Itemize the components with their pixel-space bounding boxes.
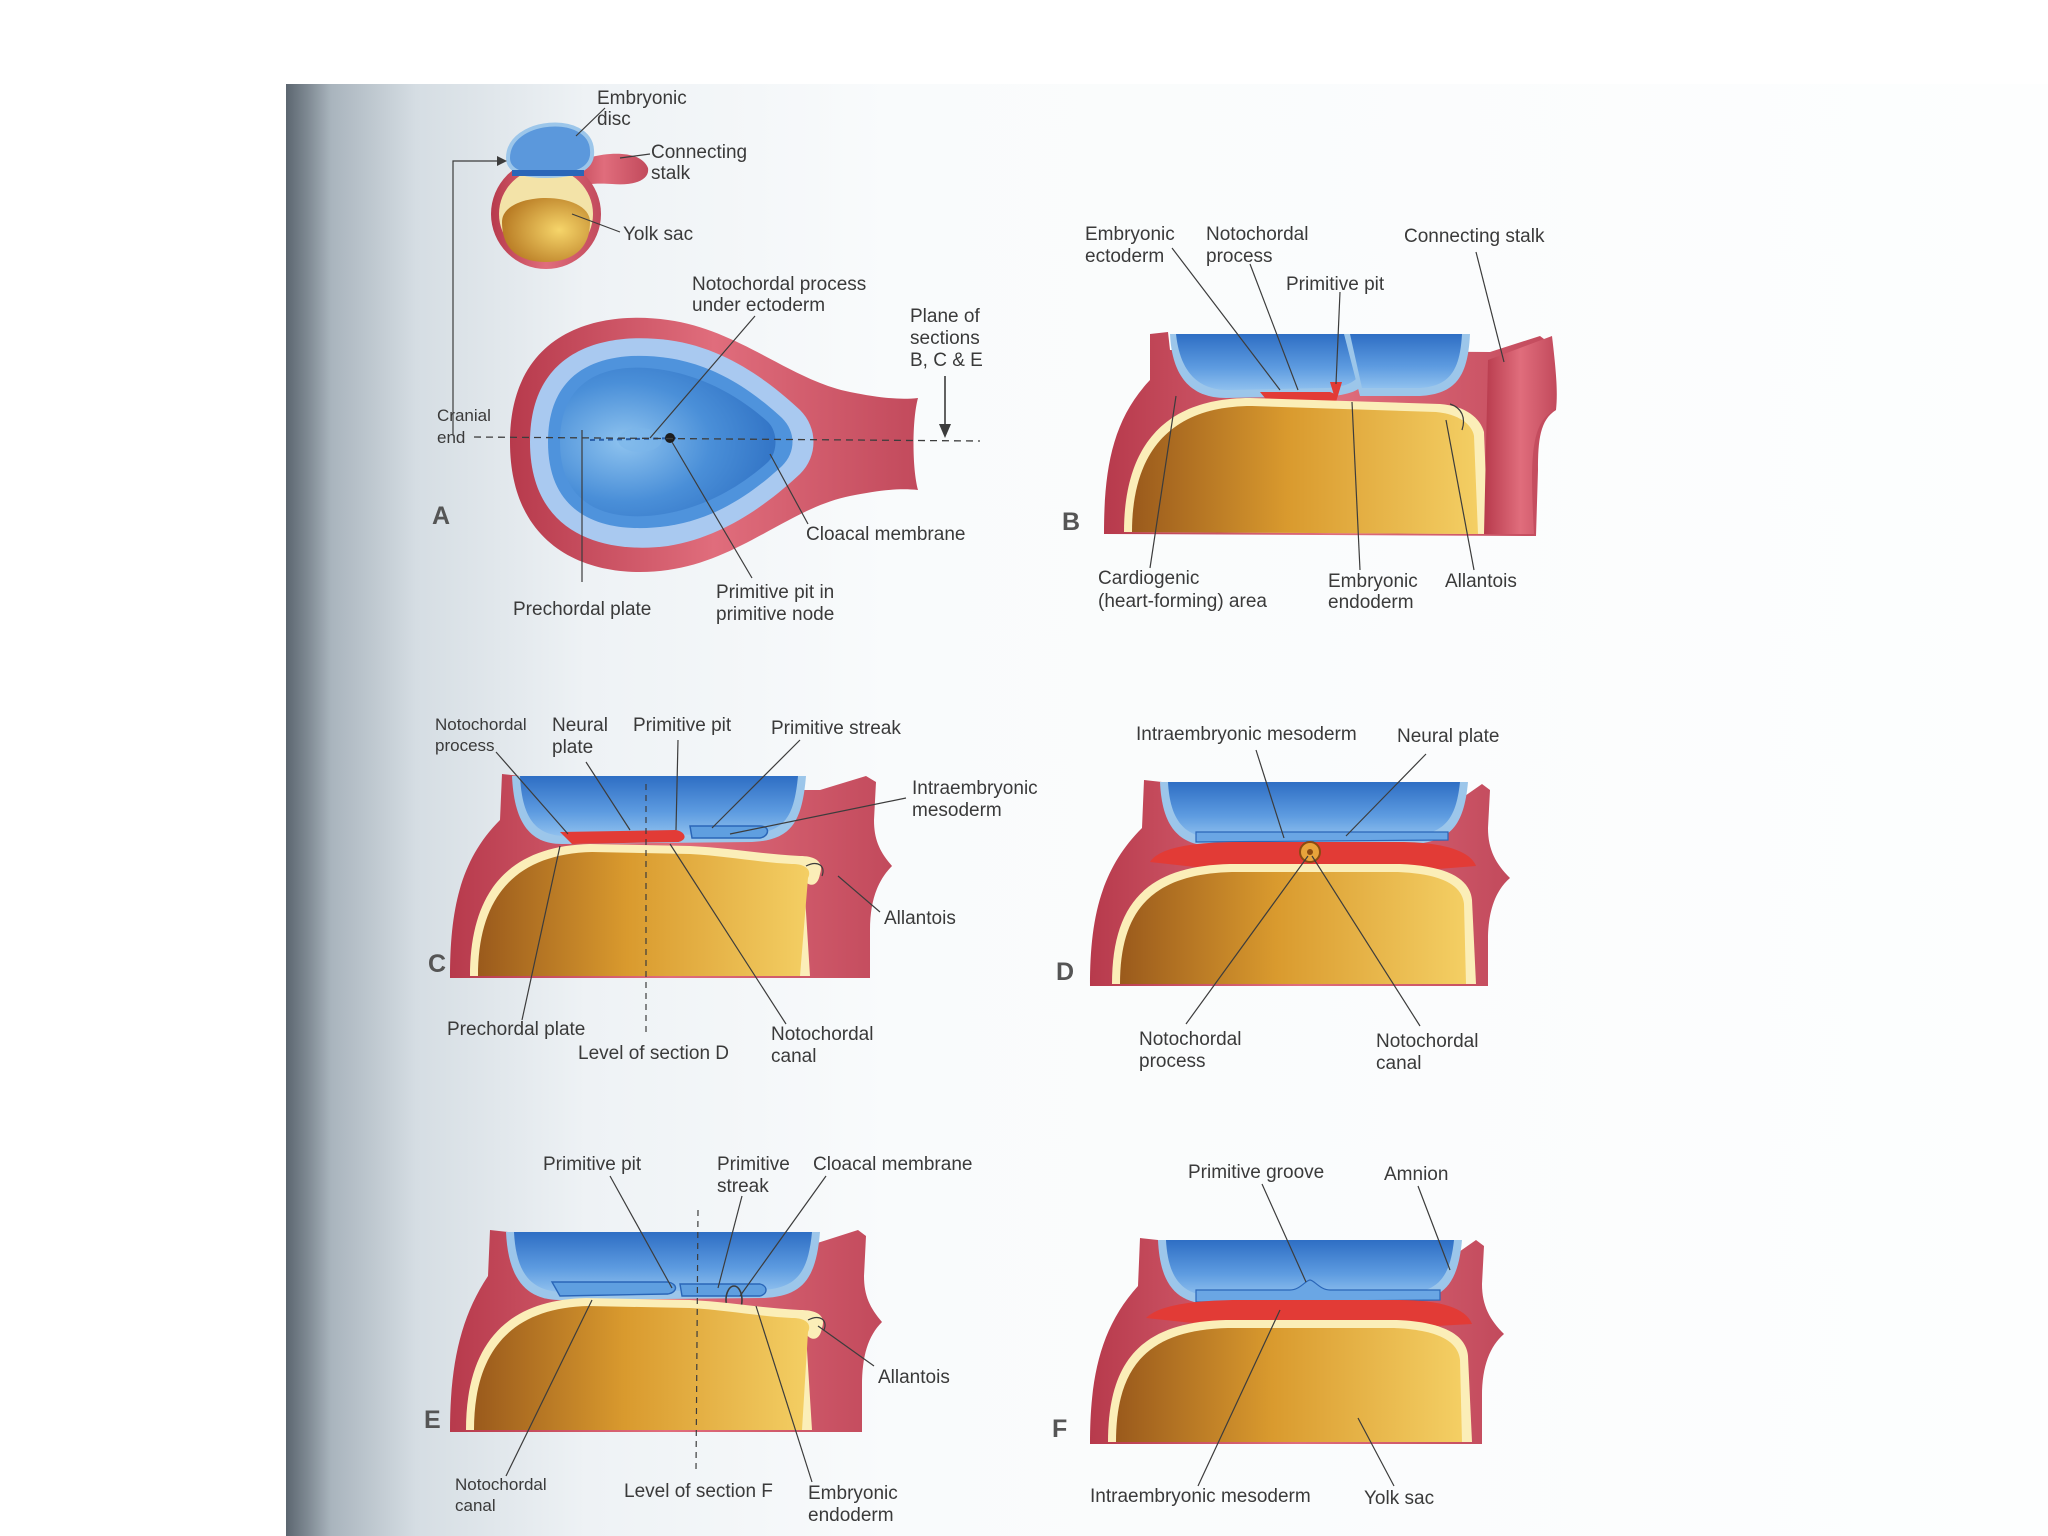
label-c-level: Level of section D: [578, 1043, 729, 1064]
f-yolk-sac: [1116, 1328, 1462, 1442]
d-amniotic-cavity: [1168, 782, 1460, 838]
label-b-allantois: Allantois: [1445, 571, 1517, 592]
label-e-primitive-pit: Primitive pit: [543, 1154, 642, 1175]
label-primitive-pit-2: primitive node: [716, 604, 834, 625]
label-e-canal-1: Notochordal: [455, 1475, 547, 1494]
label-b-primitive-pit: Primitive pit: [1286, 274, 1385, 295]
c-yolk-sac: [478, 852, 809, 976]
label-b-endo-1: Embryonic: [1328, 571, 1418, 592]
label-d-proc-2: process: [1139, 1051, 1206, 1072]
label-e-endo-2: endoderm: [808, 1505, 894, 1526]
label-d-canal-1: Notochordal: [1376, 1031, 1478, 1052]
label-d-neural-plate: Neural plate: [1397, 726, 1499, 747]
panel-c: C Notochordal process Neural plate Primi…: [428, 715, 1038, 1067]
panel-letter-a: A: [432, 502, 450, 530]
arrowhead-icon: [497, 156, 507, 166]
panel-letter-c: C: [428, 950, 446, 978]
label-d-meso: Intraembryonic mesoderm: [1136, 724, 1357, 745]
panel-letter-d: D: [1056, 958, 1074, 986]
label-plane-3: B, C & E: [910, 350, 983, 371]
label-c-meso-2: mesoderm: [912, 800, 1002, 821]
label-prechordal-plate-a: Prechordal plate: [513, 599, 651, 620]
panel-b: B Embryonic ectoderm Notochordal process…: [1062, 224, 1557, 613]
label-embryonic-disc-2: disc: [597, 109, 631, 130]
label-b-cardio-1: Cardiogenic: [1098, 568, 1199, 589]
label-c-prechordal: Prechordal plate: [447, 1019, 585, 1040]
label-c-allantois: Allantois: [884, 908, 956, 929]
label-d-canal-2: canal: [1376, 1053, 1421, 1074]
label-b-ectoderm-2: ectoderm: [1085, 246, 1164, 267]
c-notochordal-process: [560, 830, 685, 844]
label-f-amnion: Amnion: [1384, 1164, 1448, 1185]
label-cloacal-membrane-a: Cloacal membrane: [806, 524, 965, 545]
label-c-noto-2: process: [435, 736, 495, 755]
label-e-canal-2: canal: [455, 1496, 496, 1515]
e-primitive-streak: [680, 1284, 766, 1296]
label-c-canal-2: canal: [771, 1046, 816, 1067]
label-plane-1: Plane of: [910, 306, 980, 327]
b-yolk-sac: [1132, 406, 1478, 534]
d-neural-plate: [1196, 832, 1448, 842]
panel-letter-b: B: [1062, 508, 1080, 536]
thumb-embryonic-disc: [512, 170, 584, 176]
label-e-level: Level of section F: [624, 1481, 773, 1502]
e-notochordal-process: [552, 1282, 676, 1296]
label-notochordal-1: Notochordal process: [692, 274, 866, 295]
label-cranial-1: Cranial: [437, 406, 491, 425]
panel-e: E Primitive pit Primitive streak Cloacal…: [424, 1154, 972, 1526]
label-d-proc-1: Notochordal: [1139, 1029, 1241, 1050]
panel-a-thumbnail: [491, 125, 648, 269]
label-b-endo-2: endoderm: [1328, 592, 1414, 613]
label-primitive-pit-1: Primitive pit in: [716, 582, 834, 603]
label-plane-2: sections: [910, 328, 980, 349]
panel-a: A Embryonic disc Connecting stalk Yolk s…: [432, 88, 983, 625]
label-c-primitive-streak: Primitive streak: [771, 718, 901, 739]
label-e-cloacal: Cloacal membrane: [813, 1154, 972, 1175]
label-b-cardio-2: (heart-forming) area: [1098, 591, 1267, 612]
panel-f: F Primitive groove Amnion Intraembryonic…: [1052, 1162, 1504, 1509]
label-cranial-2: end: [437, 428, 465, 447]
panel-d: D Intraembryonic mesoderm Neural plate N…: [1056, 724, 1510, 1074]
c-primitive-streak: [690, 826, 768, 838]
label-embryonic-disc-1: Embryonic: [597, 88, 687, 109]
thumb-yolk-sac: [502, 198, 590, 262]
label-connecting-stalk-2: stalk: [651, 163, 691, 184]
e-yolk-sac: [474, 1306, 809, 1430]
label-connecting-stalk-1: Connecting: [651, 142, 747, 163]
label-f-groove: Primitive groove: [1188, 1162, 1324, 1183]
label-b-connecting-stalk: Connecting stalk: [1404, 226, 1545, 247]
panel-letter-e: E: [424, 1406, 441, 1434]
panel-letter-f: F: [1052, 1415, 1067, 1443]
label-e-endo-1: Embryonic: [808, 1483, 898, 1504]
label-c-noto-1: Notochordal: [435, 715, 527, 734]
label-notochordal-2: under ectoderm: [692, 295, 825, 316]
label-c-canal-1: Notochordal: [771, 1024, 873, 1045]
plane-arrow-icon: [939, 424, 951, 438]
label-c-primitive-pit: Primitive pit: [633, 715, 732, 736]
label-f-yolk: Yolk sac: [1364, 1488, 1434, 1509]
b-amniotic-cavity-right: [1350, 334, 1462, 388]
label-c-meso-1: Intraembryonic: [912, 778, 1038, 799]
label-yolk-sac-a: Yolk sac: [623, 224, 693, 245]
d-notochordal-canal-lumen: [1307, 849, 1313, 855]
label-f-meso: Intraembryonic mesoderm: [1090, 1486, 1311, 1507]
label-c-neural-2: plate: [552, 737, 593, 758]
label-c-neural-1: Neural: [552, 715, 608, 736]
d-yolk-sac: [1120, 872, 1466, 984]
label-b-noto-1: Notochordal: [1206, 224, 1308, 245]
label-e-streak-2: streak: [717, 1176, 769, 1197]
label-e-allantois: Allantois: [878, 1367, 950, 1388]
label-b-noto-2: process: [1206, 246, 1273, 267]
label-e-streak-1: Primitive: [717, 1154, 790, 1175]
label-b-ectoderm-1: Embryonic: [1085, 224, 1175, 245]
b-connecting-stalk: [1484, 336, 1557, 534]
